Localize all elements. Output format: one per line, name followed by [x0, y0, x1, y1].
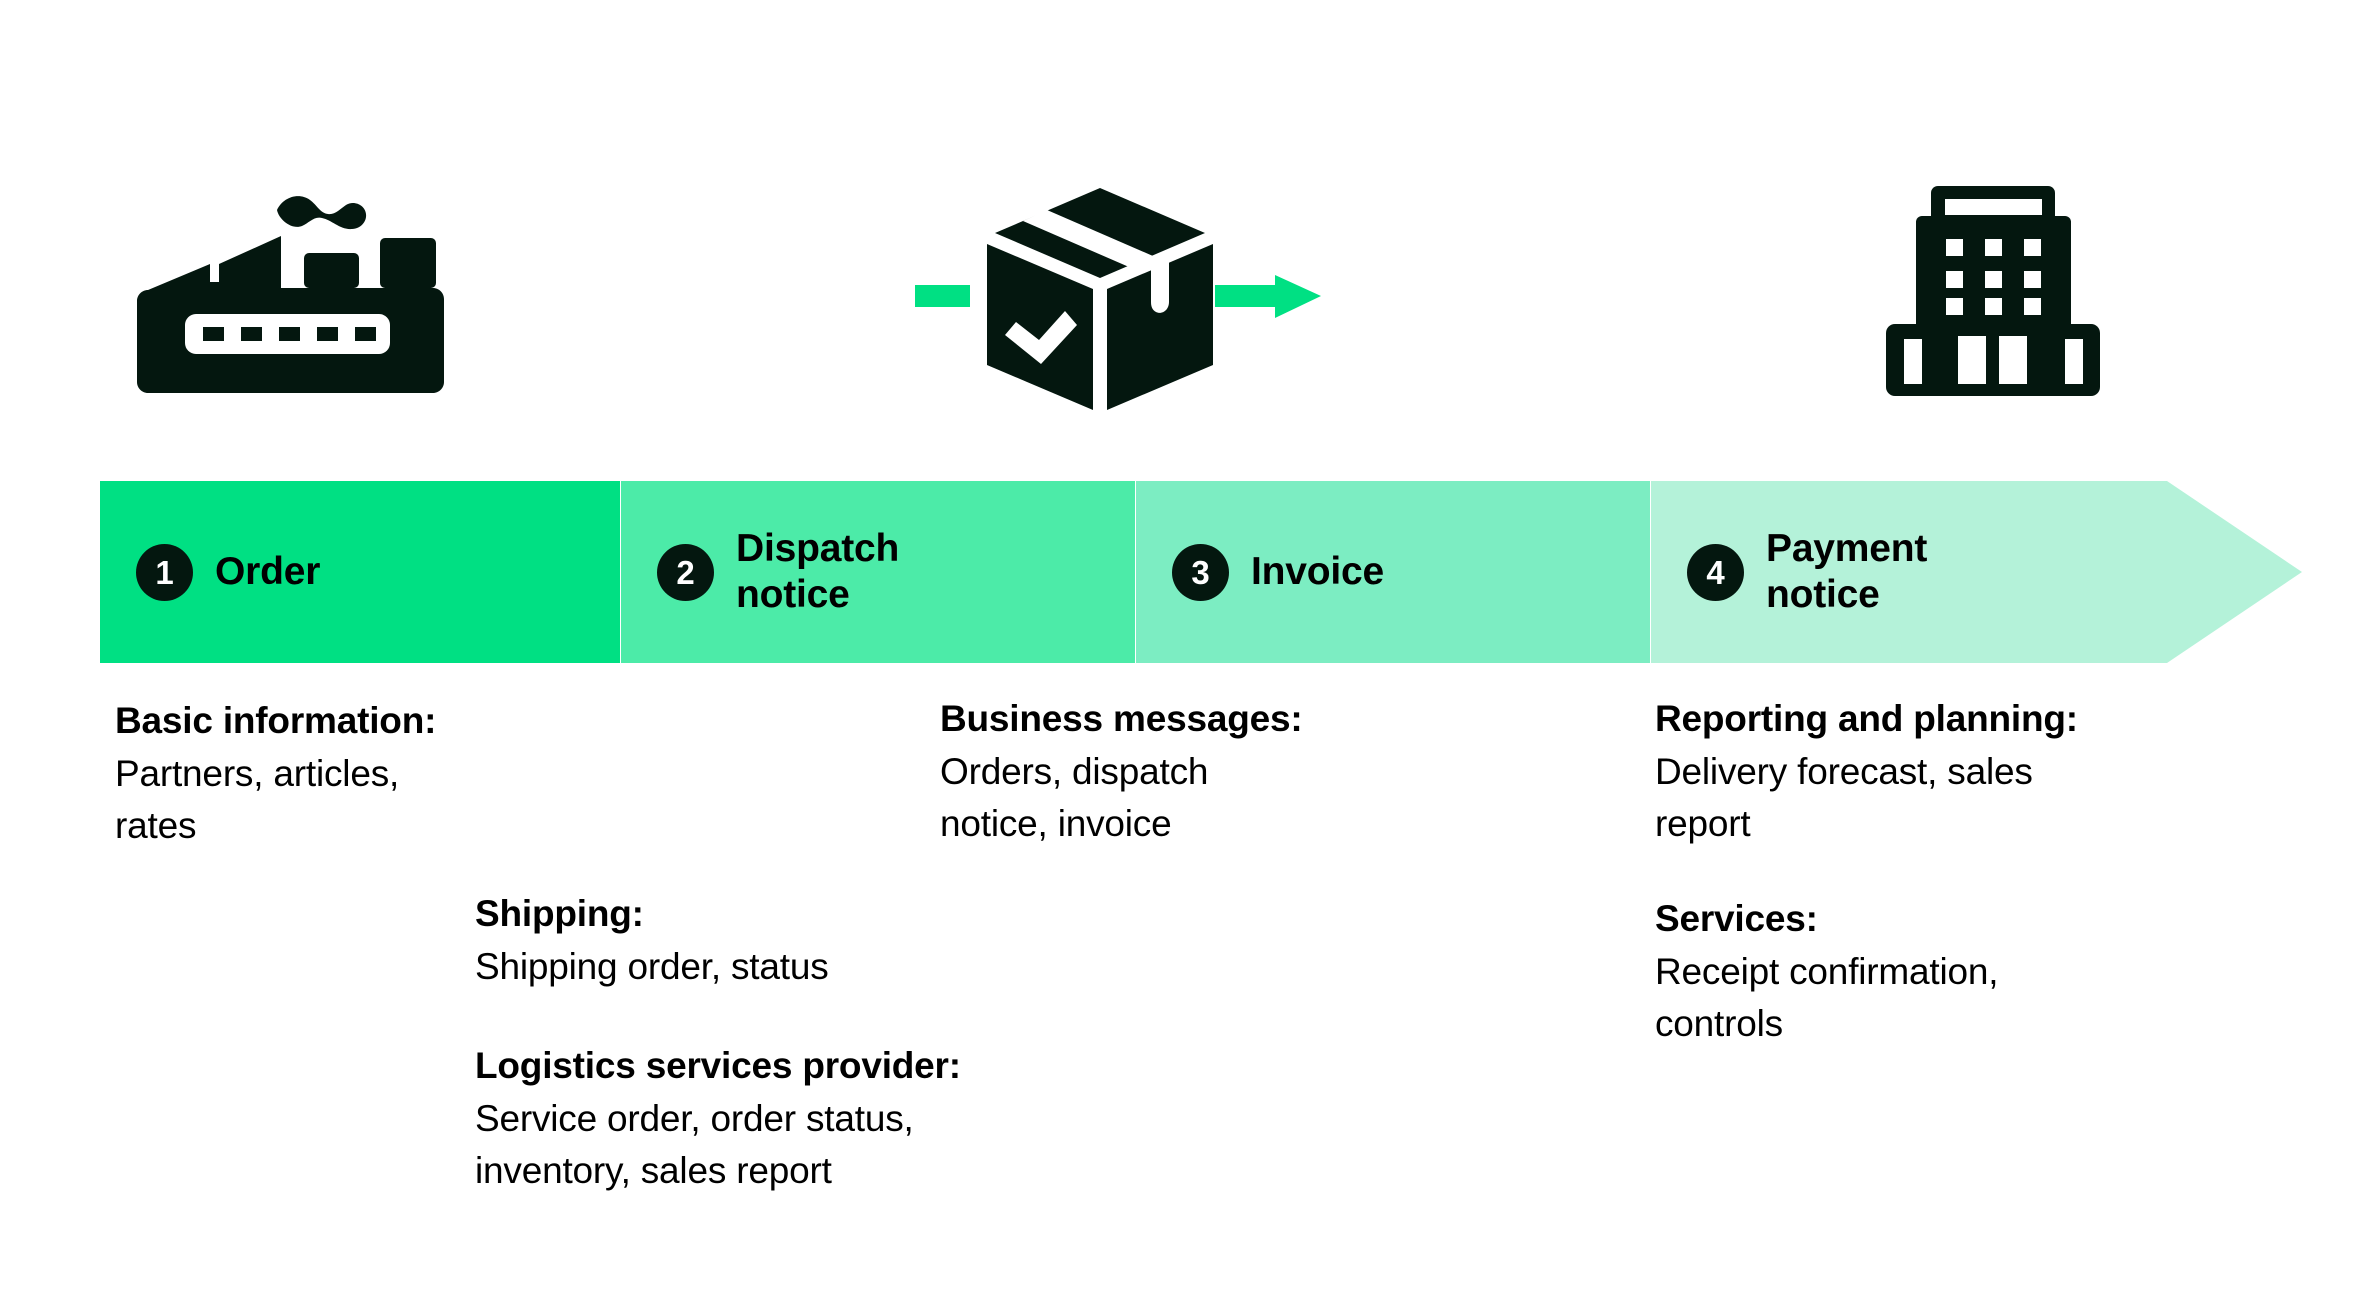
- step-number-badge-2: 2: [657, 543, 714, 601]
- icon-row: [0, 0, 2368, 470]
- block-heading: Services:: [1655, 898, 1818, 939]
- shipment-box-icon: [915, 172, 1335, 422]
- step-number-badge-4: 4: [1687, 543, 1744, 601]
- block-heading: Shipping:: [475, 893, 644, 934]
- block-heading: Basic information:: [115, 700, 437, 741]
- block-services: Services: Receipt confirmation, controls: [1655, 893, 2185, 1051]
- block-body: Delivery forecast, sales report: [1655, 750, 2033, 845]
- block-body: Orders, dispatch notice, invoice: [940, 750, 1209, 845]
- block-body: Service order, order status, inventory, …: [475, 1097, 914, 1192]
- process-step-payment-notice[interactable]: 4 Payment notice: [1651, 481, 2302, 663]
- block-body: Partners, articles, rates: [115, 752, 400, 847]
- outbound-arrow: [1215, 275, 1321, 318]
- step-label-payment-notice: Payment notice: [1766, 526, 1928, 616]
- block-business-messages: Business messages: Orders, dispatch noti…: [940, 693, 1390, 851]
- block-heading: Reporting and planning:: [1655, 698, 2078, 739]
- block-shipping: Shipping: Shipping order, status: [475, 888, 995, 993]
- process-step-dispatch-notice[interactable]: 2 Dispatch notice: [621, 481, 1135, 663]
- block-body: Shipping order, status: [475, 945, 829, 987]
- block-body: Receipt confirmation, controls: [1655, 950, 1999, 1045]
- block-heading: Business messages:: [940, 698, 1303, 739]
- step-label-order: Order: [215, 549, 321, 593]
- step-number-badge-3: 3: [1172, 543, 1229, 601]
- process-arrow-bar: 1 Order 2 Dispatch notice 3 Invoice 4 Pa…: [100, 481, 2302, 663]
- process-step-invoice[interactable]: 3 Invoice: [1136, 481, 1650, 663]
- block-logistics-services-provider: Logistics services provider: Service ord…: [475, 1040, 1075, 1198]
- block-heading: Logistics services provider:: [475, 1045, 961, 1086]
- process-step-order[interactable]: 1 Order: [100, 481, 620, 663]
- step-label-invoice: Invoice: [1251, 549, 1384, 593]
- block-reporting-and-planning: Reporting and planning: Delivery forecas…: [1655, 693, 2185, 851]
- step-number-badge-1: 1: [136, 543, 193, 601]
- block-basic-information: Basic information: Partners, articles, r…: [115, 695, 515, 853]
- factory-icon: [118, 178, 468, 413]
- inbound-line: [915, 285, 970, 307]
- office-building-icon: [1868, 176, 2118, 406]
- step-label-dispatch-notice: Dispatch notice: [736, 526, 900, 616]
- detail-blocks: Basic information: Partners, articles, r…: [0, 663, 2368, 1311]
